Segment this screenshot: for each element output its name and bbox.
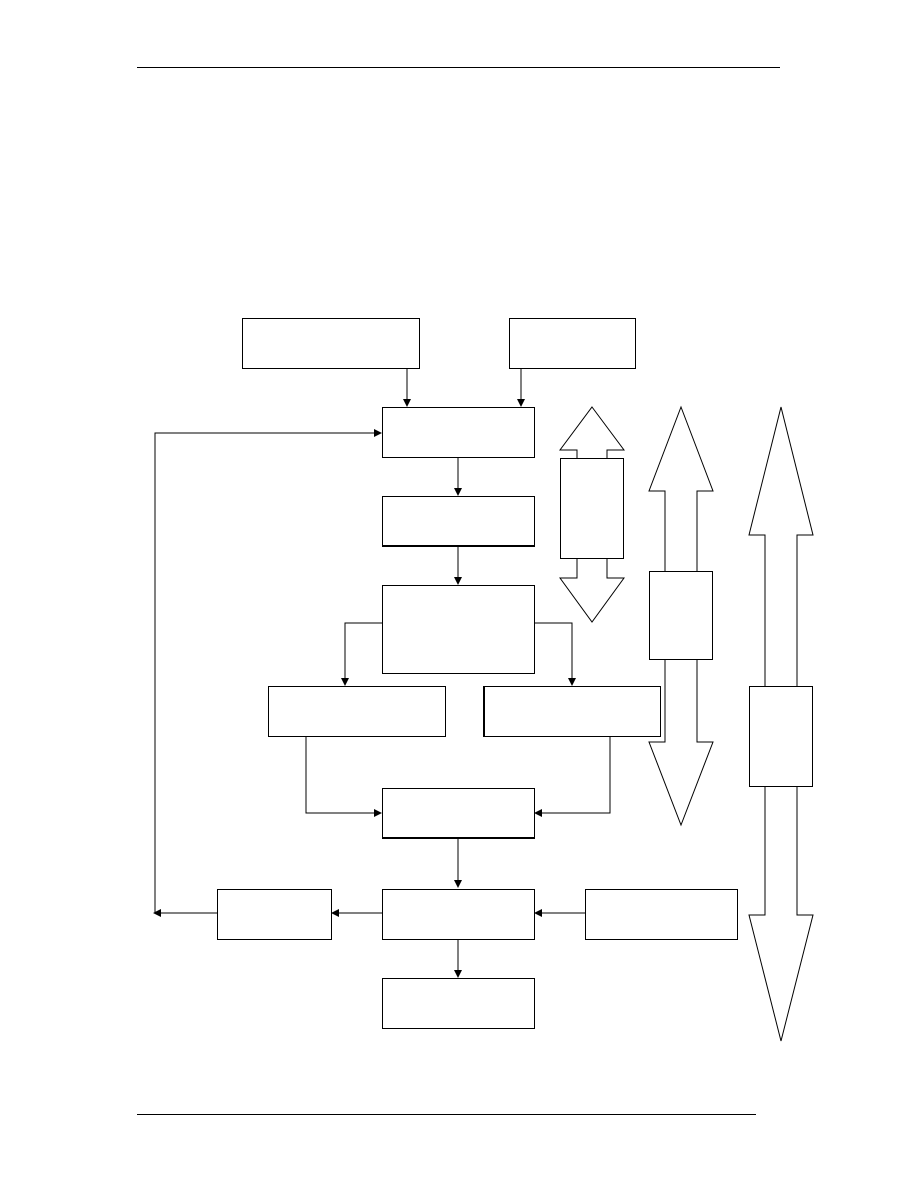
connector-branch-right-to-merge xyxy=(534,737,611,817)
merge-box xyxy=(382,788,535,839)
input-box-a xyxy=(242,318,420,369)
double-arrow-short-label xyxy=(560,458,624,559)
header-rule xyxy=(137,67,780,68)
branch-box-right xyxy=(483,686,661,737)
decision-box xyxy=(382,889,535,940)
input-box-b xyxy=(509,318,636,369)
connector-step-3-to-branch-left xyxy=(341,622,382,686)
connector-branch-left-to-merge xyxy=(305,737,382,817)
side-input-box xyxy=(585,889,738,940)
double-arrow-medium-label xyxy=(649,571,713,660)
output-box xyxy=(382,978,535,1029)
process-box-1 xyxy=(382,407,535,458)
connector-step-3-to-branch-right xyxy=(534,622,576,686)
branch-box-left xyxy=(268,686,446,737)
connector-feedback-loop xyxy=(154,429,382,913)
feedback-box xyxy=(217,889,332,940)
double-arrow-long-label xyxy=(749,686,813,787)
footer-rule xyxy=(137,1114,756,1115)
process-box-2 xyxy=(382,496,535,547)
process-box-3 xyxy=(382,585,535,674)
